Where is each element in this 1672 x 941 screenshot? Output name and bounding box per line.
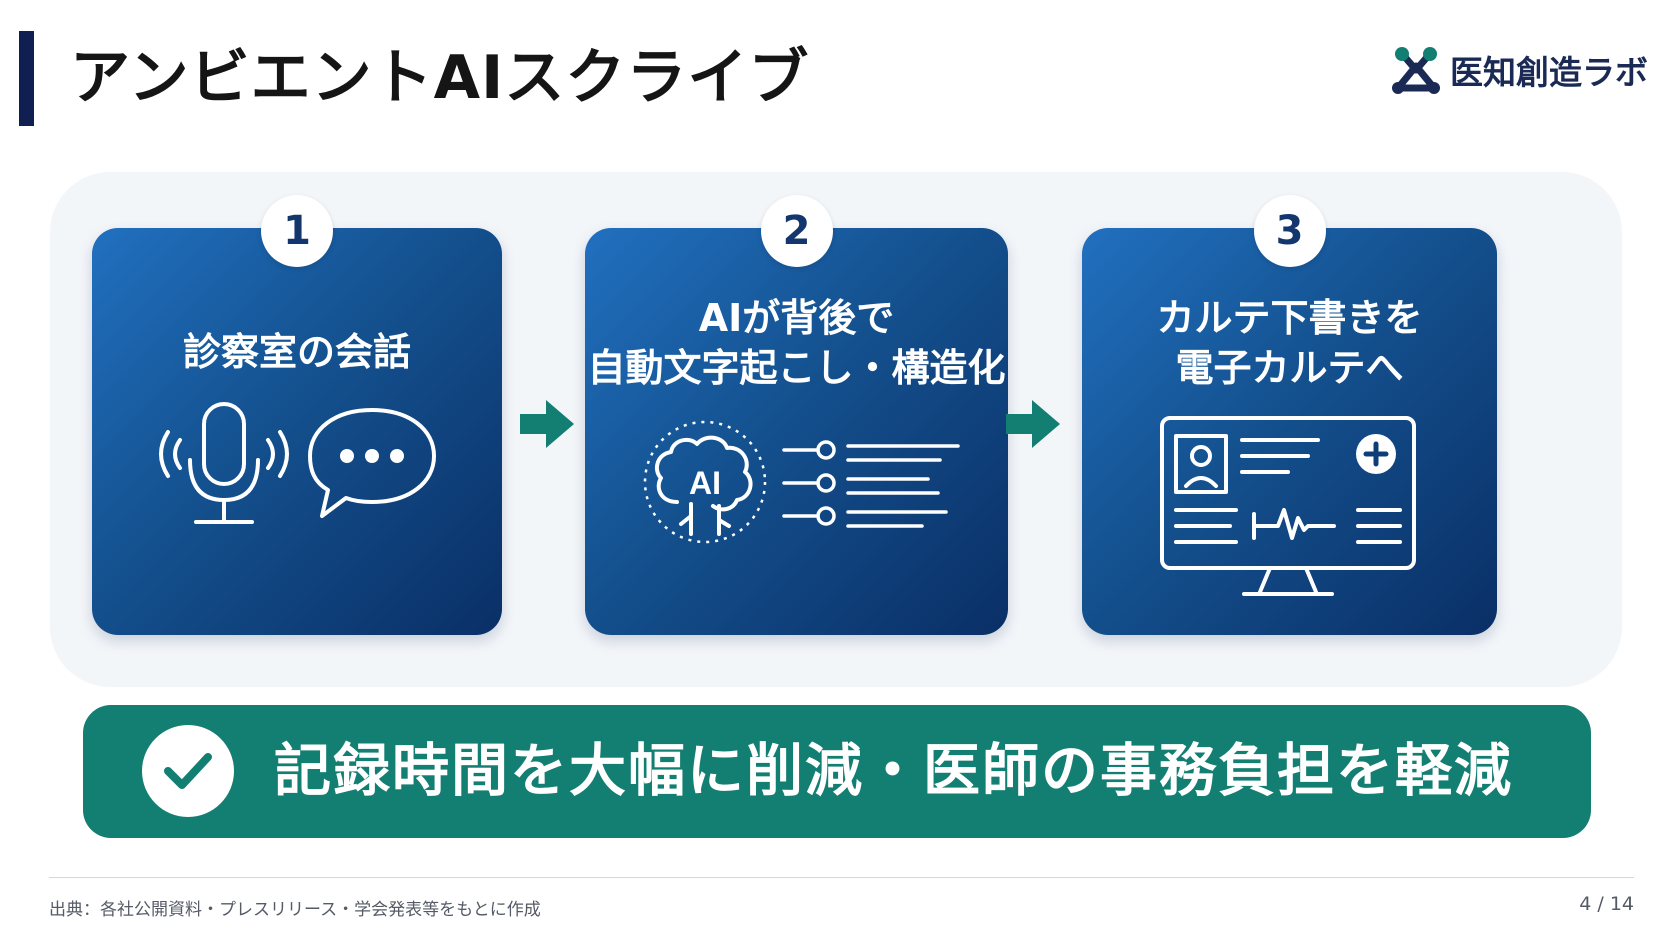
- step-number-badge: 3: [1253, 195, 1326, 267]
- footer-divider: [49, 877, 1634, 878]
- page-number: 4 / 14: [1579, 893, 1634, 915]
- molecule-logo-icon: [1392, 47, 1440, 94]
- step-card-2: 2 AIが背後で 自動文字起こし・構造化 AI: [585, 195, 1008, 635]
- step-number-badge: 1: [261, 195, 333, 267]
- ai-brain-icon: AI: [643, 420, 767, 544]
- summary-text: 記録時間を大幅に削減・医師の事務負担を軽減: [274, 738, 1513, 804]
- svg-text:AI: AI: [689, 465, 721, 501]
- step-2-label-line-2: 自動文字起こし・構造化: [587, 346, 1006, 390]
- step-card-3: 3 カルテ下書きを 電子カルテへ: [1082, 195, 1497, 635]
- step-card-1: 1 診察室の会話: [92, 195, 502, 635]
- check-icon: [142, 725, 234, 817]
- arrow-right-icon: [520, 400, 574, 448]
- step-number-badge: 2: [760, 195, 833, 267]
- page-title: アンビエントAIスクライブ: [70, 43, 810, 113]
- microphone-icon: [159, 402, 289, 524]
- step-2-label-line-1: AIが背後で: [698, 296, 895, 340]
- brand-logo: 医知創造ラボ: [1390, 40, 1648, 100]
- brand-name: 医知創造ラボ: [1450, 53, 1648, 92]
- arrow-right-icon: [1006, 400, 1060, 448]
- structured-text-lines-icon: [782, 440, 960, 528]
- source-note: 出典：各社公開資料・プレスリリース・学会発表等をもとに作成: [49, 900, 541, 920]
- ehr-monitor-icon: [1160, 416, 1416, 596]
- step-3-label-line-2: 電子カルテへ: [1175, 346, 1404, 390]
- step-1-label: 診察室の会話: [182, 330, 411, 374]
- step-3-label-line-1: カルテ下書きを: [1156, 296, 1423, 340]
- title-accent-bar: [19, 31, 34, 126]
- speech-bubble-icon: [308, 408, 436, 518]
- summary-banner: 記録時間を大幅に削減・医師の事務負担を軽減: [83, 705, 1591, 838]
